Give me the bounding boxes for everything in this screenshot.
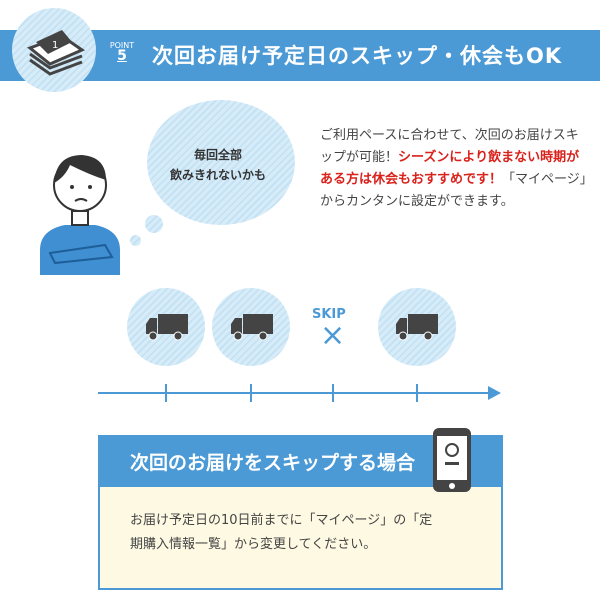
calendar-icon: 1	[27, 30, 86, 76]
description-text: ご利用ペースに合わせて、次回のお届けスキップが可能！	[320, 128, 579, 165]
timeline-tick	[165, 384, 167, 402]
box-body: お届け予定日の10日前までに「マイページ」の「定期購入情報一覧」から変更してくだ…	[130, 513, 433, 552]
timeline-tick	[250, 384, 252, 402]
description-highlight: シーズンにより飲まない時期がある方は休会もおすすめです！	[320, 150, 580, 187]
timeline-axis	[98, 392, 490, 394]
skip-label: SKIP	[312, 307, 346, 322]
page-title: 次回お届け予定日のスキップ・休会もOK	[152, 44, 563, 68]
person-illustration	[40, 155, 120, 275]
thought-text: 毎回全部飲みきれないかも	[163, 145, 273, 185]
timeline-tick	[332, 384, 334, 402]
thought-bubble	[147, 100, 295, 225]
truck-icon	[231, 314, 273, 341]
description: ご利用ペースに合わせて、次回のお届けスキップが可能！シーズンにより飲まない時期が…	[320, 125, 590, 213]
bubble-dot	[145, 215, 163, 233]
bubble-dot	[130, 235, 141, 246]
smartphone-icon	[433, 428, 471, 492]
calendar-badge: 1	[12, 8, 96, 92]
description-text: 「マイページ」からカンタンに設定ができます。	[320, 172, 587, 209]
point-number: 5	[117, 48, 127, 64]
truck-icon	[146, 314, 188, 341]
point-label: POINT	[109, 41, 135, 50]
timeline-arrow-icon	[488, 386, 501, 400]
header-banner	[0, 30, 600, 81]
skip-cross-icon: ×	[320, 318, 346, 353]
thought-line: 飲みきれないかも	[169, 168, 266, 182]
truck-icon	[396, 314, 438, 341]
svg-text:1: 1	[52, 40, 58, 51]
timeline-tick	[416, 384, 418, 402]
thought-line: 毎回全部	[193, 148, 242, 162]
